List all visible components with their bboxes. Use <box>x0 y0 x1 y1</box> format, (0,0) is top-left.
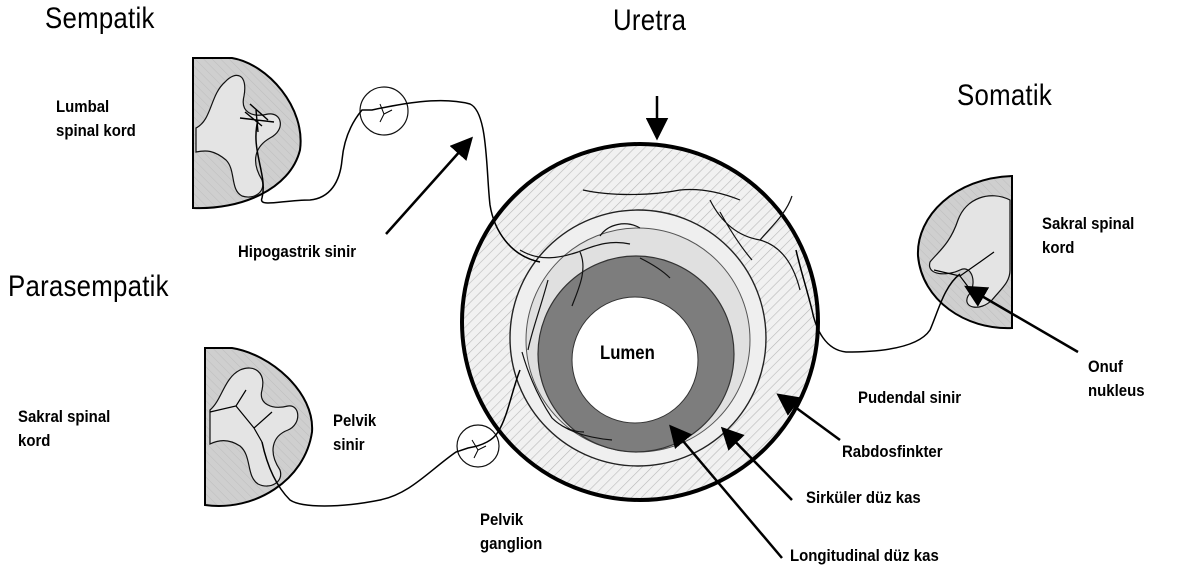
label-lumen: Lumen <box>600 342 655 366</box>
label-sakral-spinal-kord-left: Sakral spinal kord <box>18 405 110 453</box>
label-line: Sakral spinal <box>18 405 110 429</box>
label-pelvik-sinir: Pelvik sinir <box>333 409 376 457</box>
label-line: Lumbal <box>56 95 136 119</box>
label-line: kord <box>18 429 110 453</box>
label-sakral-spinal-kord-right: Sakral spinal kord <box>1042 212 1134 260</box>
label-line: kord <box>1042 236 1134 260</box>
hipogastrik-ganglion <box>360 87 408 135</box>
lumbal-spinal-cord <box>193 58 301 208</box>
label-hipogastrik-sinir: Hipogastrik sinir <box>238 240 356 264</box>
label-longitudinal-duz-kas: Longitudinal düz kas <box>790 544 939 568</box>
title-parasympathetic: Parasempatik <box>8 270 169 304</box>
label-line: nukleus <box>1088 379 1145 403</box>
title-sympathetic: Sempatik <box>45 2 155 36</box>
label-line: Onuf <box>1088 355 1145 379</box>
hipogastrik-arrow <box>386 140 470 234</box>
sakral-spinal-cord-left <box>205 348 312 506</box>
title-somatic: Somatik <box>957 79 1052 113</box>
label-onuf-nukleus: Onuf nukleus <box>1088 355 1145 403</box>
label-pudendal-sinir: Pudendal sinir <box>858 386 961 410</box>
label-line: spinal kord <box>56 119 136 143</box>
urethra-cross-section <box>462 144 818 500</box>
title-urethra: Uretra <box>613 4 686 38</box>
label-pelvik-ganglion: Pelvik ganglion <box>480 508 542 556</box>
label-line: Sakral spinal <box>1042 212 1134 236</box>
label-rabdosfinkter: Rabdosfinkter <box>842 440 943 464</box>
label-lumbal-spinal-kord: Lumbal spinal kord <box>56 95 136 143</box>
label-line: ganglion <box>480 532 542 556</box>
label-line: Pelvik <box>333 409 376 433</box>
label-line: Pelvik <box>480 508 542 532</box>
label-line: sinir <box>333 433 376 457</box>
label-sirkuler-duz-kas: Sirküler düz kas <box>806 486 921 510</box>
